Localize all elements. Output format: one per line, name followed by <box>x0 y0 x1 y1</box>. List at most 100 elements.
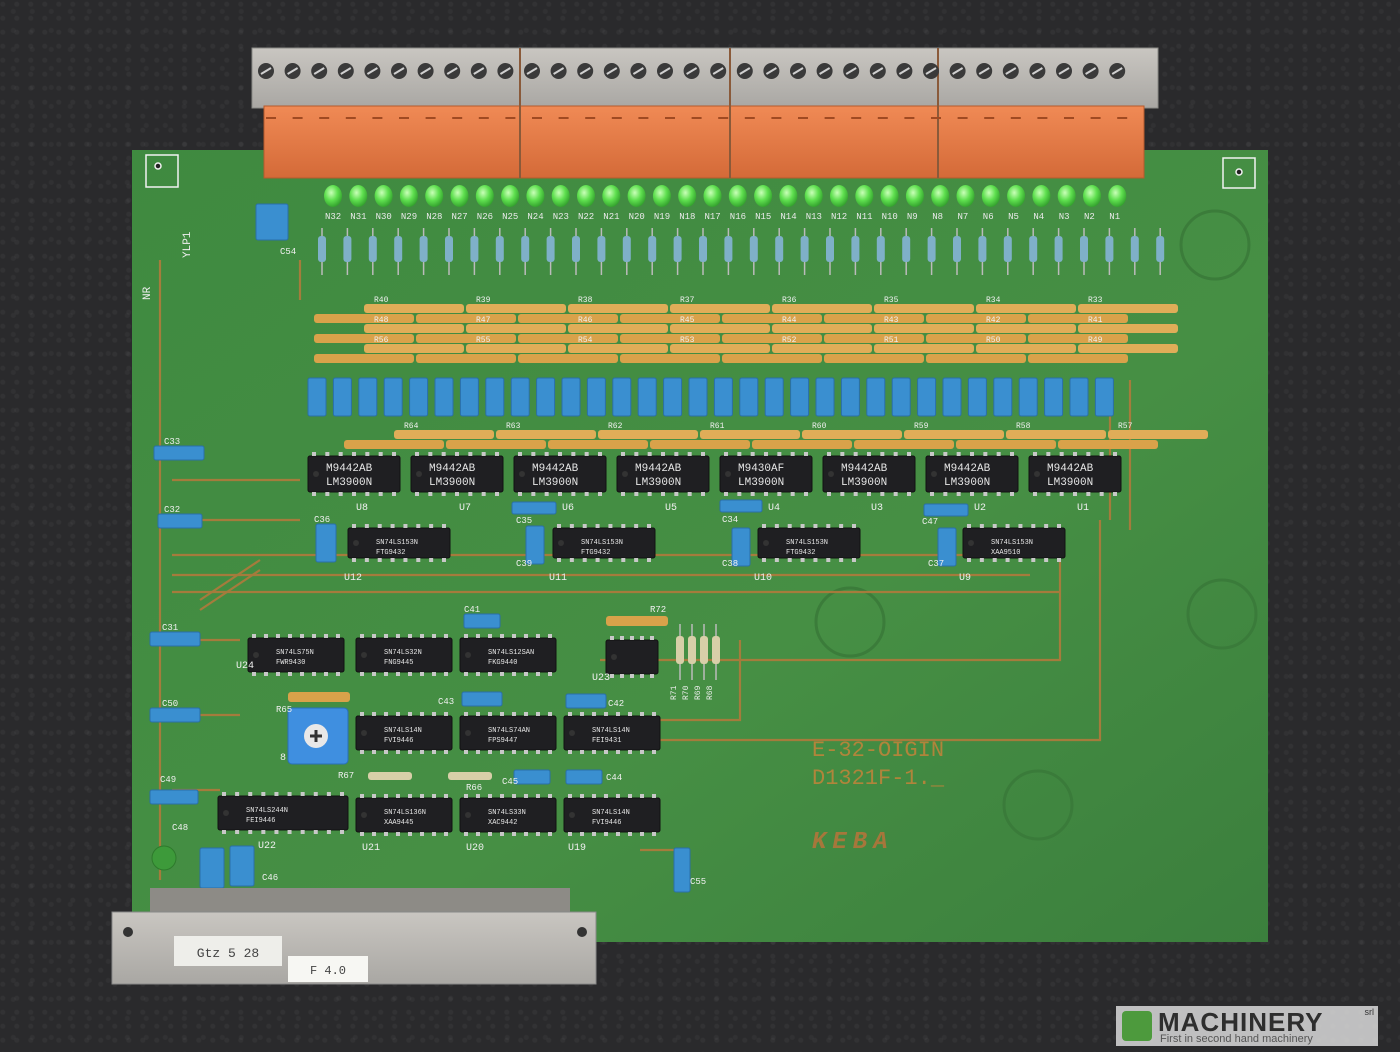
chip-pin <box>536 634 540 638</box>
chip-pin <box>420 672 424 676</box>
chip-ref: U20 <box>466 843 484 854</box>
chip-part: LM3900N <box>635 477 681 489</box>
chip-body <box>563 797 661 833</box>
chip-pin <box>1044 524 1049 528</box>
silk-board-no: NR <box>142 286 154 300</box>
chip-pin <box>392 452 396 456</box>
chip-pin <box>996 452 1001 456</box>
resistor-body <box>448 772 492 780</box>
chip-pin <box>647 492 652 496</box>
chip-body <box>563 715 661 751</box>
chip-pin <box>476 634 480 638</box>
terminal-screw-icon <box>603 63 620 79</box>
chip-pin <box>628 832 632 836</box>
chip-pin <box>1059 492 1064 496</box>
led-label: N19 <box>654 212 670 222</box>
chip-body <box>217 795 349 831</box>
chip-part: XAA9445 <box>384 819 413 827</box>
chip-brand: SN74LS153N <box>786 539 828 547</box>
capacitor-body <box>942 377 962 417</box>
chip-pin <box>384 634 388 638</box>
resistor-bar <box>416 354 516 363</box>
chip-pin <box>568 750 572 754</box>
chip-ref: U23 <box>592 673 610 684</box>
chip-pin <box>1033 452 1037 456</box>
chip-pin <box>640 712 644 716</box>
resistor-body <box>1003 236 1012 262</box>
chip-body <box>459 797 557 833</box>
chip-body <box>459 715 557 751</box>
chip-pin <box>616 750 620 754</box>
chip-pin <box>512 794 516 798</box>
chip-pin <box>592 750 596 754</box>
capacitor-label: C44 <box>606 773 622 783</box>
chip-pin <box>536 672 540 676</box>
resistor-bar <box>700 430 800 439</box>
led-icon <box>526 185 545 207</box>
chip-pin <box>737 492 742 496</box>
chip-pin <box>557 558 561 562</box>
chip-ref: U2 <box>974 503 986 514</box>
chip-pin <box>264 672 268 676</box>
led-label: N15 <box>755 212 771 222</box>
chip-pin <box>352 452 356 456</box>
terminal-screw-icon <box>311 63 328 79</box>
chip-pin <box>616 794 620 798</box>
resistor-label: R49 <box>1088 336 1103 345</box>
chip-pin <box>441 452 446 456</box>
chip-brand: SN74LS14N <box>592 727 630 735</box>
capacitor-body <box>153 445 205 461</box>
chip-pin <box>616 712 620 716</box>
chip-pin <box>893 492 898 496</box>
chip-pin <box>1113 452 1117 456</box>
resistor-bar <box>1028 314 1128 323</box>
capacitor-body <box>688 377 708 417</box>
chip-pin <box>360 750 364 754</box>
chip-pin <box>650 674 654 678</box>
chip-pin <box>634 452 639 456</box>
led-icon <box>374 185 393 207</box>
silk-code-line2: D1321F-1._ <box>812 766 945 791</box>
resistor-label: R57 <box>1118 422 1133 431</box>
resistor-label: R72 <box>650 605 666 615</box>
chip-pin <box>415 492 419 496</box>
resistor-body <box>470 236 479 262</box>
chip-pin <box>544 492 549 496</box>
chip-pin <box>983 452 988 456</box>
chip-notch <box>622 471 628 477</box>
terminal-screw-icon <box>976 63 993 79</box>
chip-pin <box>628 750 632 754</box>
chip-pin <box>604 832 608 836</box>
chip-pin <box>640 636 644 640</box>
connector-sticker-1 <box>174 936 282 966</box>
terminal-screw-icon <box>417 63 434 79</box>
chip-pin <box>787 558 792 562</box>
terminal-screw-icon <box>444 63 461 79</box>
chip-pin <box>827 492 831 496</box>
terminal-screw-icon <box>869 63 886 79</box>
chip-pin <box>384 794 388 798</box>
chip-brand: M9442AB <box>1047 463 1094 475</box>
chip-brand: M9442AB <box>635 463 682 475</box>
led-icon <box>1083 185 1101 207</box>
capacitor-label: C45 <box>502 777 518 787</box>
chip-pin <box>396 672 400 676</box>
capacitor-label: C32 <box>164 505 180 515</box>
capacitor-body <box>866 377 886 417</box>
chip-pin <box>488 712 492 716</box>
chip-pin <box>604 750 608 754</box>
chip-pin <box>326 792 331 796</box>
capacitor-label: C37 <box>928 559 944 569</box>
chip-pin <box>372 794 376 798</box>
chip-part: FVI9446 <box>384 737 413 745</box>
chip-pin <box>372 712 376 716</box>
resistor-label: R42 <box>986 316 1001 325</box>
chip-notch <box>611 654 617 660</box>
chip-pin <box>384 672 388 676</box>
chip-pin <box>488 750 492 754</box>
chip-pin <box>661 492 665 496</box>
